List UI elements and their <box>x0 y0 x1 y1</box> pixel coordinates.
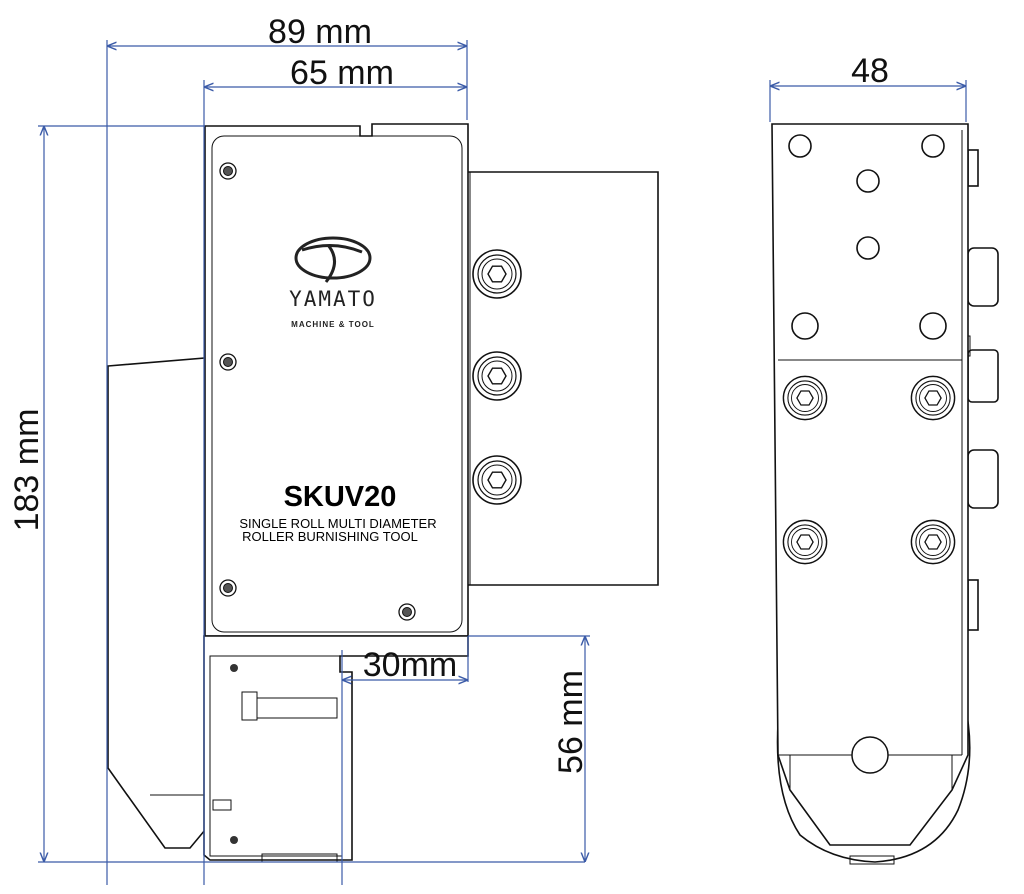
side-dimensions: 48 <box>769 52 967 122</box>
dim-overall-width: 89 mm <box>268 13 372 51</box>
front-dimensions: 89 mm 65 mm 183 mm 56 mm 30mm <box>8 13 590 885</box>
dim-offset: 30mm <box>363 646 457 684</box>
description-line2: ROLLER BURNISHING TOOL <box>242 529 418 544</box>
side-view <box>771 123 999 865</box>
logo-text: YAMATO <box>289 287 377 311</box>
model-name: SKUV20 <box>284 481 397 513</box>
logo-subtitle: MACHINE & TOOL <box>291 320 375 329</box>
main-plate <box>204 123 469 637</box>
dim-head-height: 56 mm <box>552 670 590 774</box>
front-view: YAMATO MACHINE & TOOL SKUV20 SINGLE ROLL… <box>107 123 659 863</box>
dim-overall-height: 183 mm <box>8 409 46 532</box>
yamato-logo <box>294 236 372 283</box>
wedge-body <box>107 357 206 849</box>
dim-body-width: 65 mm <box>290 54 394 92</box>
description-line1: SINGLE ROLL MULTI DIAMETER <box>239 516 436 531</box>
dim-side-width: 48 <box>851 52 889 90</box>
